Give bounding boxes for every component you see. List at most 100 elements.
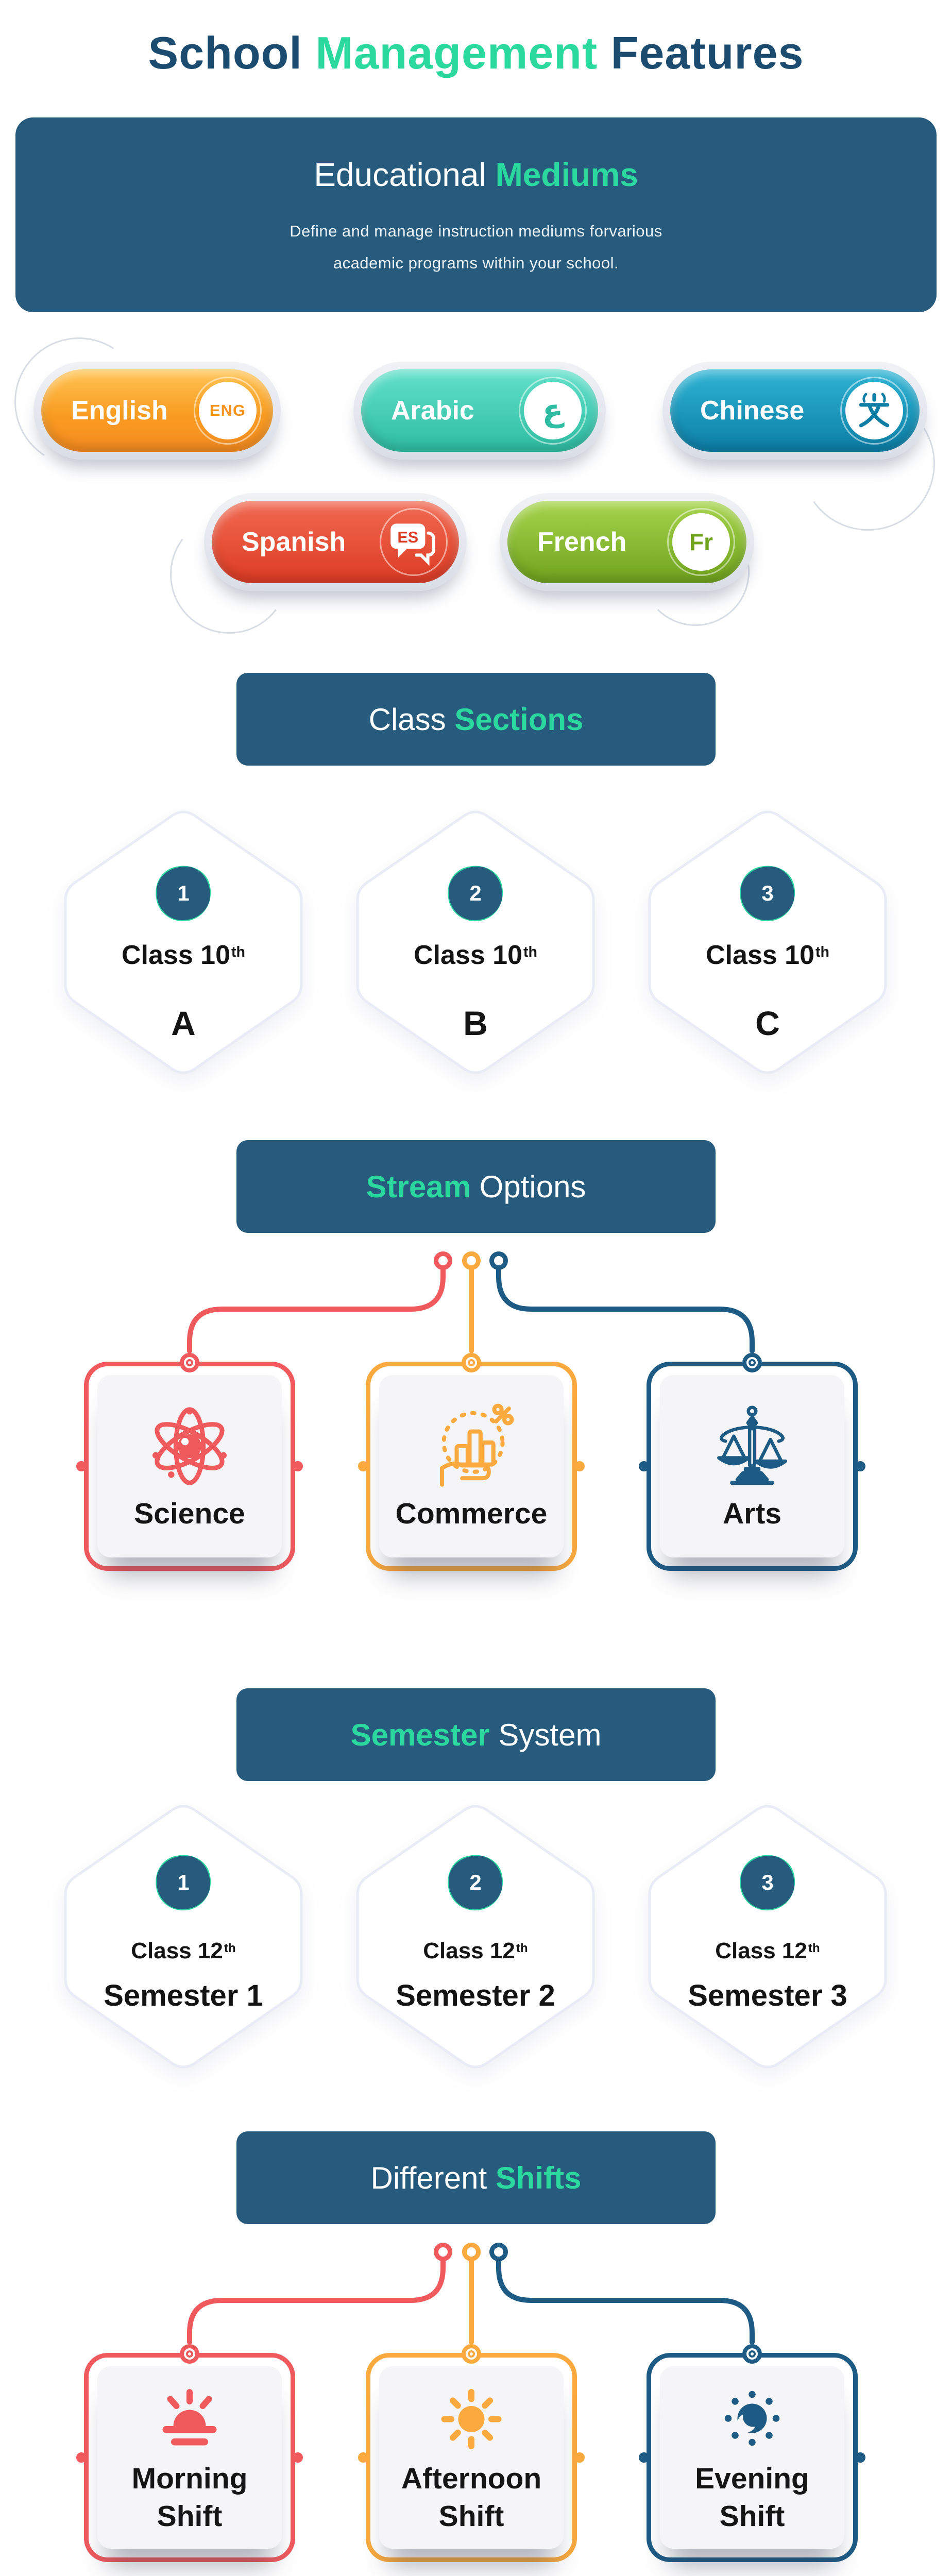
- stream-card-label: Science: [134, 1497, 245, 1530]
- ordinal-sup: th: [808, 1941, 820, 1955]
- ring-dot: [643, 2455, 644, 2460]
- number-badge: 2: [440, 1847, 511, 1918]
- language-pill-arabic[interactable]: Arabic ع: [353, 362, 606, 460]
- number-badge: 2: [440, 858, 511, 929]
- shift-word: Shift: [719, 2500, 785, 2533]
- header-text-accent: Semester: [350, 1717, 490, 1752]
- shift-name: Afternoon: [401, 2462, 542, 2496]
- semester-hexagon-3: 3 Class 12th Semester 3: [647, 1800, 889, 2073]
- class-label: Class 10: [705, 940, 815, 970]
- scales-icon: [717, 1405, 787, 1485]
- stream-options-header: Stream Options: [236, 1140, 716, 1233]
- decorative-arc: [641, 518, 750, 626]
- growth-hand-icon: [440, 1403, 514, 1487]
- eng-badge: ENG: [199, 382, 257, 439]
- header-text-white: Different: [370, 2160, 496, 2195]
- language-label: French: [537, 527, 627, 557]
- ordinal-sup: th: [224, 1941, 236, 1955]
- semester-label: Semester 3: [688, 1979, 847, 2012]
- ring-dot: [860, 1464, 861, 1469]
- ordinal-sup: th: [516, 1941, 528, 1955]
- card-body: Science: [97, 1375, 282, 1557]
- ordinal-sup: th: [523, 943, 538, 960]
- language-pill-chinese[interactable]: Chinese: [662, 362, 927, 460]
- hexagon-outline: [64, 810, 303, 1074]
- eng-badge-text: ENG: [209, 401, 246, 419]
- ring-dot: [297, 2455, 298, 2460]
- edge-ring: [76, 2452, 87, 2463]
- ring-dot: [579, 1464, 580, 1469]
- number-badge: 1: [148, 858, 219, 929]
- semester-system-header: Semester System: [236, 1688, 716, 1781]
- fr-badge-text: Fr: [689, 529, 713, 555]
- pill-inner: French Fr: [507, 501, 746, 583]
- title-part-school: School: [148, 27, 316, 78]
- badge-number: 2: [449, 1856, 502, 1909]
- ring-dot: [81, 2455, 82, 2460]
- badge-ring: [840, 377, 908, 445]
- stream-card-label: Arts: [722, 1497, 782, 1530]
- different-shifts-header: Different Shifts: [236, 2131, 716, 2224]
- shift-name: Evening: [695, 2462, 809, 2496]
- ring-dot: [860, 2455, 861, 2460]
- tree-top-rings: [434, 2243, 508, 2261]
- language-label: Chinese: [700, 396, 805, 426]
- header-text-accent: Shifts: [495, 2160, 582, 2195]
- language-pill-english[interactable]: English ENG: [33, 362, 281, 460]
- edge-ring: [293, 2452, 303, 2463]
- badge-number: 3: [741, 1856, 794, 1909]
- educational-mediums-banner: Educational Mediums Define and manage in…: [15, 117, 937, 312]
- fr-badge: Fr: [672, 513, 730, 571]
- hexagon-outline: [356, 810, 595, 1074]
- arabic-letter-badge: ع: [524, 382, 582, 439]
- hexagon-line1: Class 12th: [354, 1938, 597, 1964]
- title-part-features: Features: [598, 27, 804, 78]
- pill-inner: Spanish ES: [212, 501, 459, 583]
- banner-subtitle-line2: academic programs within your school.: [333, 254, 619, 272]
- hexagon-outline: [648, 1805, 887, 2069]
- edge-ring: [358, 2452, 368, 2463]
- ring-dot: [643, 1464, 644, 1469]
- moon-icon: [724, 2391, 780, 2446]
- stream-card-science: Science: [76, 1362, 303, 1571]
- class-label: Class 12: [423, 1938, 515, 1963]
- edge-ring: [293, 1461, 303, 1471]
- stream-card-arts: Arts: [639, 1362, 865, 1571]
- ordinal-sup: th: [231, 943, 246, 960]
- tree-top-rings: [434, 1251, 508, 1270]
- number-badge: 3: [732, 1847, 803, 1918]
- card-body: Arts: [660, 1375, 844, 1557]
- stream-card-commerce: Commerce: [358, 1362, 585, 1571]
- edge-ring: [639, 1461, 649, 1471]
- badge-ring: ES: [380, 508, 448, 576]
- class-section-hexagon-b: 2 Class 10th B: [354, 806, 597, 1079]
- ring-dot: [297, 1464, 298, 1469]
- badge-number: 3: [741, 867, 794, 920]
- hexagon-outline: [356, 1805, 595, 2069]
- hexagon-line1: Class 10th: [354, 940, 597, 971]
- banner-heading: Educational Mediums: [15, 156, 937, 194]
- edge-ring: [574, 1461, 585, 1471]
- language-pill-spanish[interactable]: Spanish ES: [204, 493, 467, 591]
- ring-dot: [579, 2455, 580, 2460]
- hexagon-line1: Class 10th: [62, 940, 304, 971]
- pill-inner: Arabic ع: [361, 369, 598, 452]
- hexagon-outline: [648, 810, 887, 1074]
- speech-bubble-badge: ES: [385, 513, 443, 571]
- header-text-white: Options: [470, 1169, 586, 1204]
- number-badge: 3: [732, 858, 803, 929]
- number-badge: 1: [148, 1847, 219, 1918]
- language-label: Spanish: [242, 527, 346, 557]
- banner-heading-accent: Mediums: [495, 156, 638, 193]
- hexagon-outline: [64, 1805, 303, 2069]
- edge-ring: [358, 1461, 368, 1471]
- language-pill-french[interactable]: French Fr: [500, 493, 754, 591]
- ring-dot: [81, 1464, 82, 1469]
- sun-icon: [441, 2389, 502, 2450]
